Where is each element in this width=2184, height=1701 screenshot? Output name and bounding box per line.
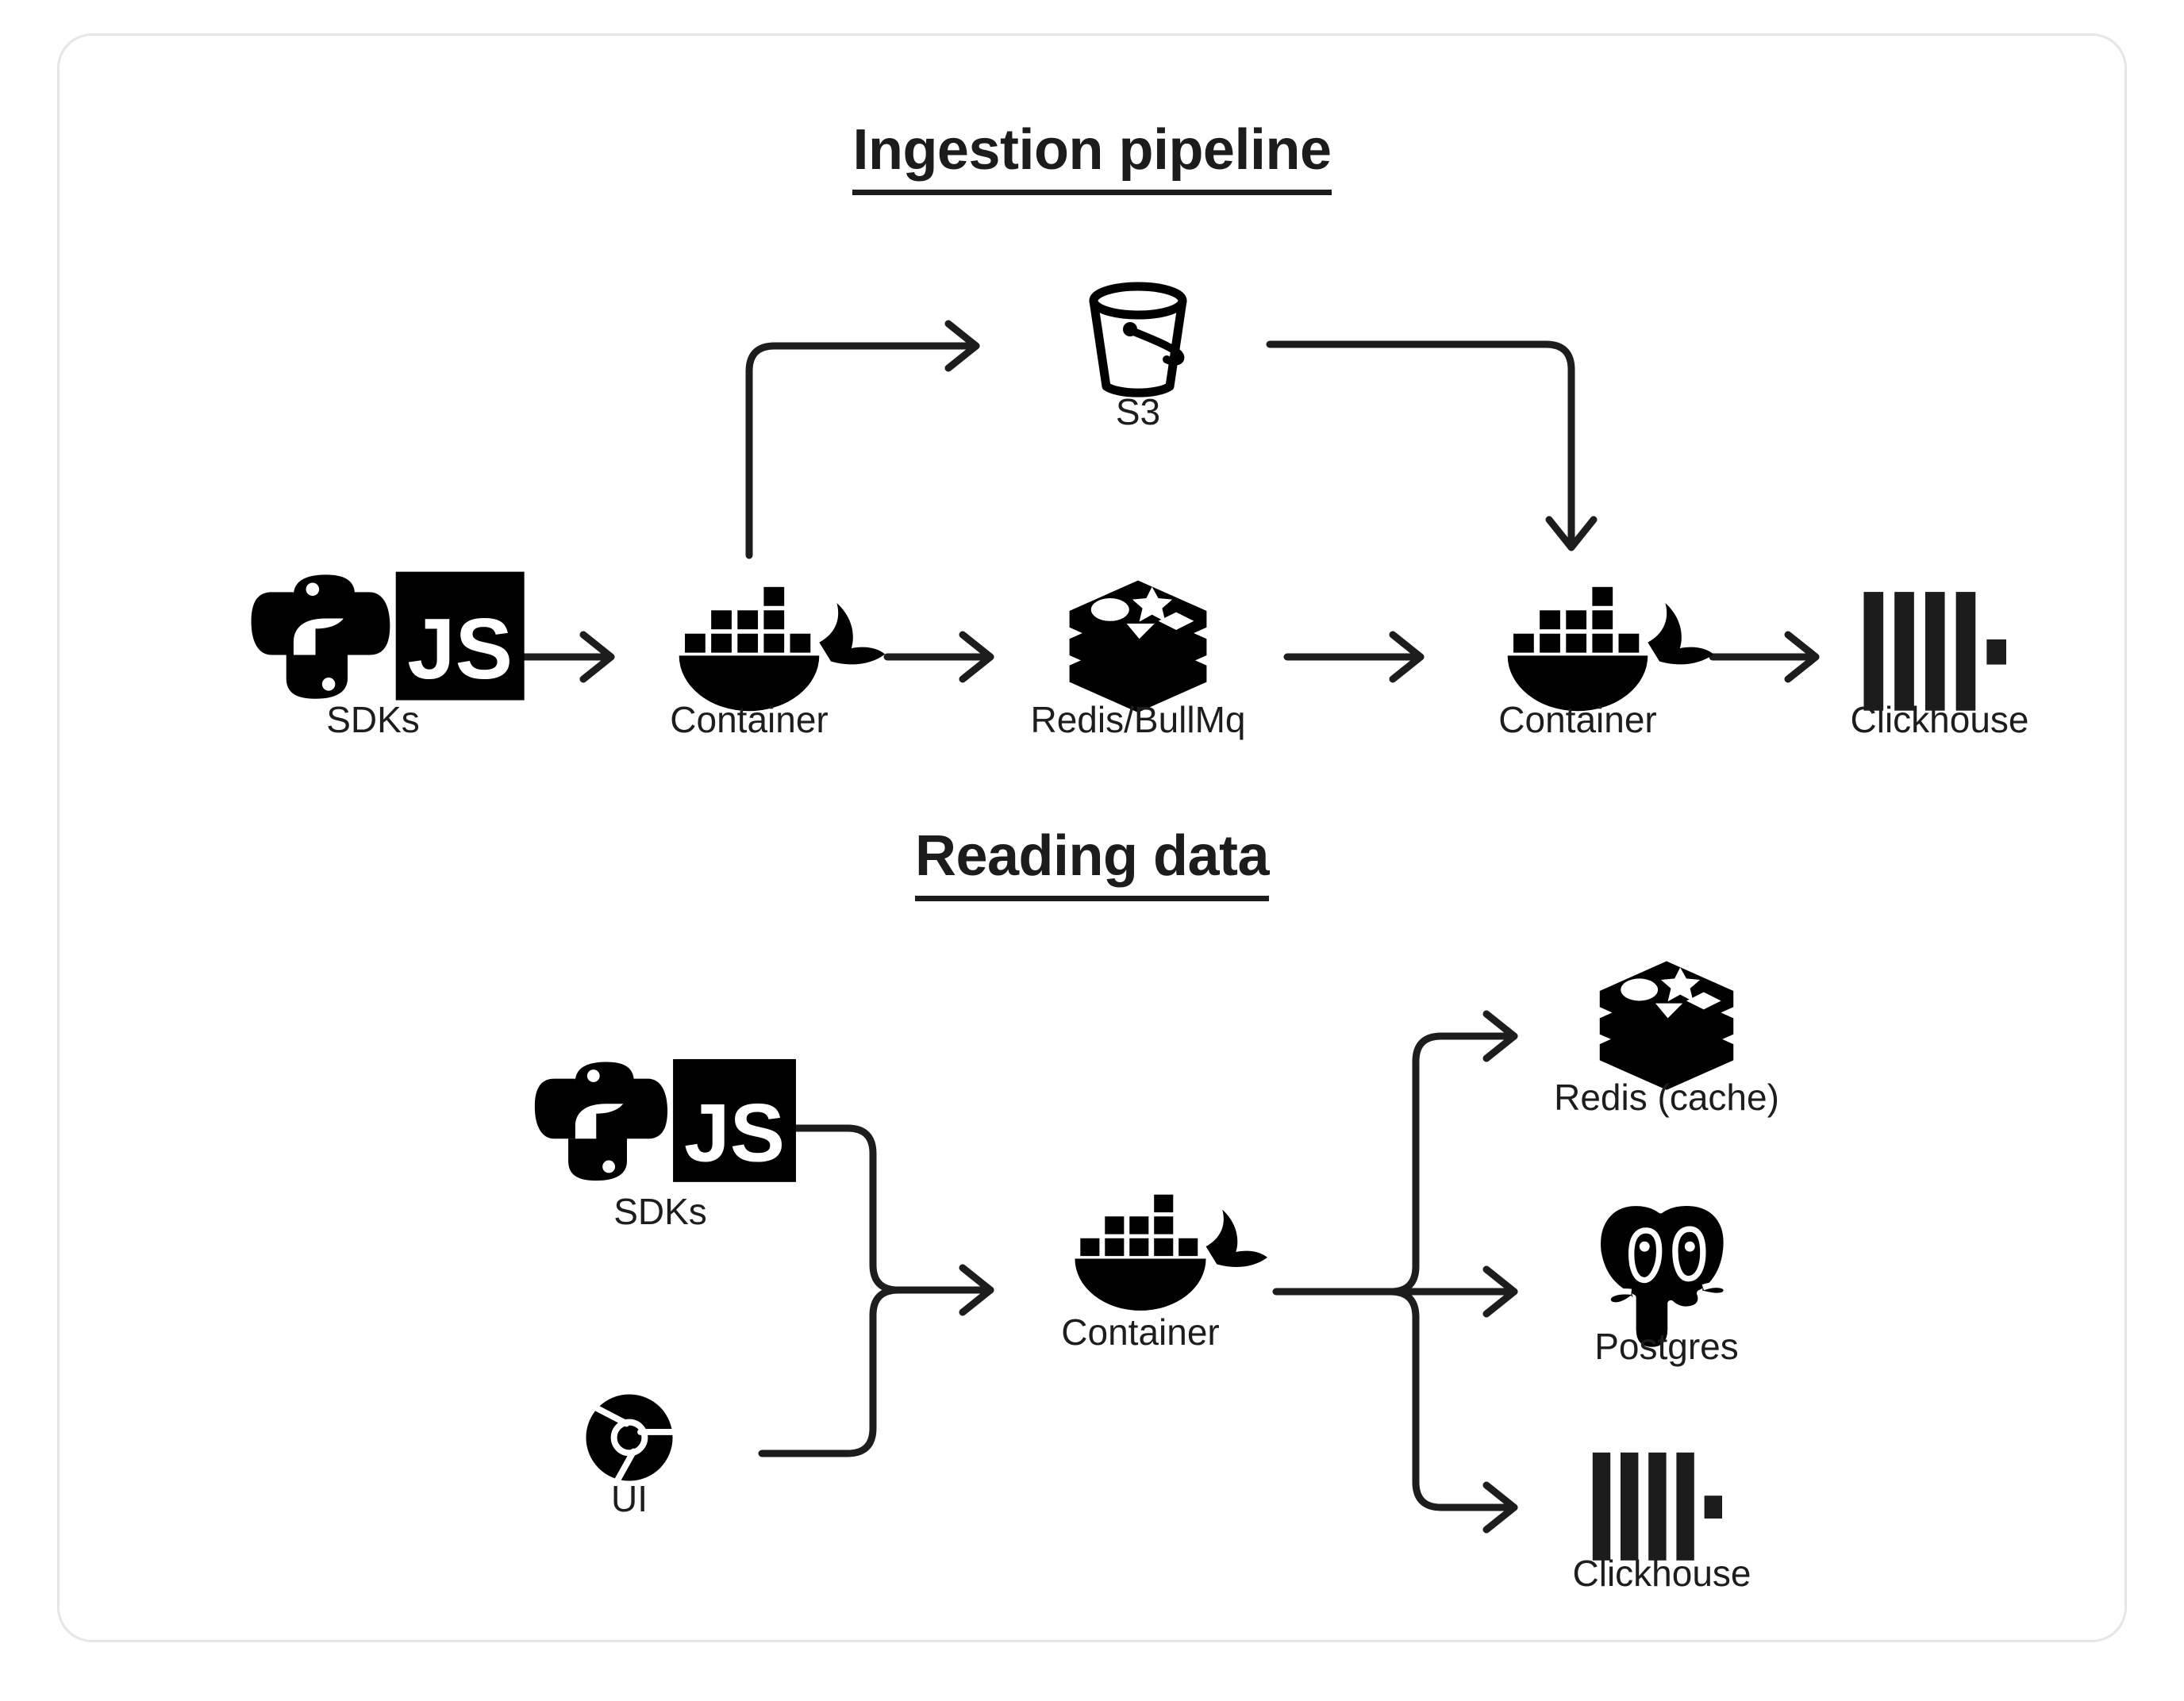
node-label-postgres: Postgres [1594, 1326, 1739, 1367]
edge-sdks-to-container1 [504, 631, 615, 683]
node-label-sdks-reading: SDKs [613, 1191, 707, 1232]
node-icon-redis-cache [1599, 961, 1734, 1090]
section-title-ingestion: Ingestion pipeline [0, 117, 2184, 195]
edge-sdks-to-container [758, 1124, 994, 1294]
node-label-ui: UI [611, 1478, 648, 1519]
node-label-s3: S3 [1115, 391, 1161, 432]
section-title-reading-text: Reading data [914, 824, 1270, 901]
edge-container1-to-s3 [745, 320, 980, 559]
node-label-clickhouse-reading: Clickhouse [1572, 1553, 1751, 1594]
node-icon-container-reading [1075, 1194, 1267, 1311]
node-label-redis-bullmq: Redis/BullMq [1030, 699, 1246, 740]
section-title-reading: Reading data [0, 824, 2184, 901]
edge-redis-to-container2 [1283, 631, 1425, 683]
node-label-container-reading: Container [1061, 1311, 1220, 1353]
node-label-clickhouse-ingestion: Clickhouse [1850, 699, 2029, 740]
edge-container1-to-redis [883, 631, 994, 683]
node-icon-redis-bullmq [1069, 580, 1207, 712]
edge-container-to-redis-cache [1386, 1010, 1518, 1296]
node-label-container-ingestion-1: Container [670, 699, 829, 740]
node-label-sdks-ingestion: SDKs [326, 699, 420, 740]
node-label-redis-cache: Redis (cache) [1554, 1077, 1779, 1118]
node-label-container-ingestion-2: Container [1498, 699, 1657, 740]
section-title-ingestion-text: Ingestion pipeline [852, 118, 1332, 195]
node-icon-ui-chrome [586, 1394, 678, 1486]
edge-s3-to-container2 [1266, 340, 1598, 551]
node-icon-clickhouse-ingestion [1863, 592, 2006, 711]
node-icon-sdks-ingestion [251, 571, 525, 701]
node-icon-container-ingestion-1 [679, 586, 886, 712]
edge-ui-to-container [758, 1264, 994, 1457]
edge-container-to-clickhouse [1386, 1288, 1518, 1534]
node-icon-s3 [1094, 286, 1182, 393]
node-icon-sdks-reading [534, 1058, 796, 1182]
edge-container2-to-clickhouse [1709, 631, 1820, 683]
edge-container-to-postgres [1386, 1265, 1518, 1318]
node-icon-container-ingestion-2 [1507, 586, 1714, 712]
node-icon-clickhouse-reading [1592, 1452, 1722, 1561]
